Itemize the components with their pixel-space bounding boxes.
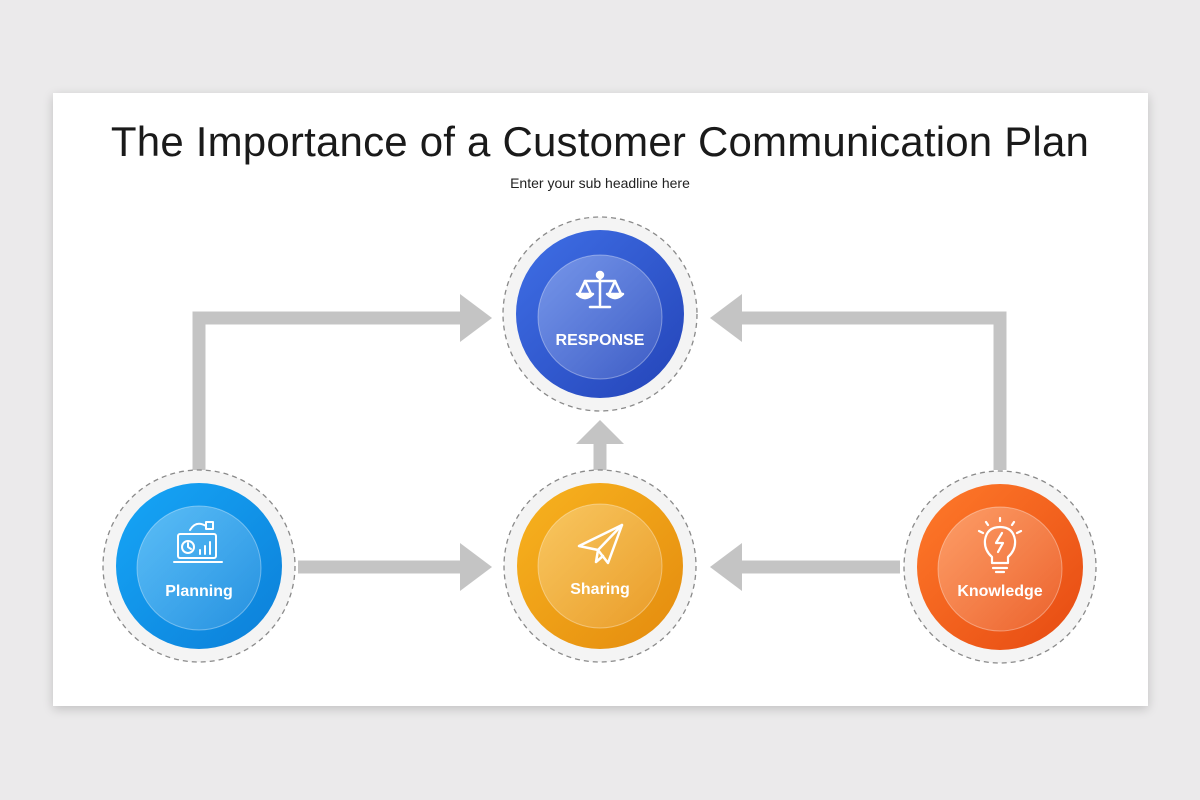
page-title: The Importance of a Customer Communicati…: [110, 118, 1090, 165]
node-label-sharing: Sharing: [570, 581, 630, 598]
planning-icon: [173, 521, 223, 563]
scales-icon: [575, 270, 625, 309]
connector-planning-response: [192, 311, 462, 470]
arrowhead-right-top: [460, 294, 492, 342]
page-subtitle: Enter your sub headline here: [510, 175, 690, 191]
arrowhead-right-bottom: [460, 543, 492, 591]
arrowhead-up: [576, 420, 624, 444]
node-planning: [102, 469, 296, 663]
connectors: [192, 311, 1007, 574]
arrowheads: [460, 294, 742, 591]
connector-knowledge-response: [742, 311, 1007, 470]
node-sharing: [503, 469, 697, 663]
node-label-response: RESPONSE: [555, 332, 645, 349]
arrowhead-left-bottom: [710, 543, 742, 591]
node-response: [502, 216, 698, 412]
node-knowledge: [903, 470, 1097, 664]
lightbulb-icon: [977, 516, 1023, 574]
paper-plane-icon: [577, 523, 624, 565]
node-label-planning: Planning: [165, 583, 233, 600]
arrowhead-left-top: [710, 294, 742, 342]
node-label-knowledge: Knowledge: [957, 583, 1043, 600]
